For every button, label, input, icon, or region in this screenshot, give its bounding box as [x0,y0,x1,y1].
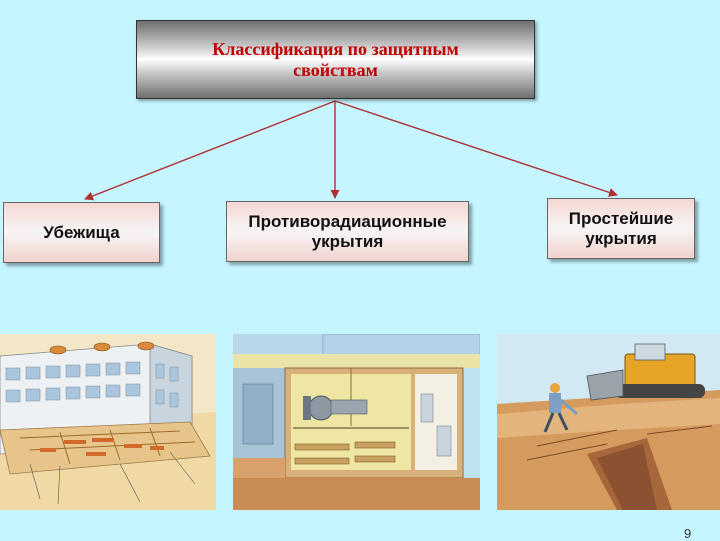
shelter-illustration [0,334,216,510]
arrow-to-simple [334,100,618,197]
category-simple-label: Простейшие укрытия [568,208,674,248]
antiradiation-illustration [233,334,480,510]
category-shelters: Убежища [3,202,160,263]
category-antiradiation-label: Противорадиационные укрытия [248,211,447,251]
classification-title-box: Классификация по защитным свойствам [136,20,535,99]
simple-shelter-illustration [497,334,720,510]
category-antiradiation-shelters: Противорадиационные укрытия [226,201,469,262]
category-simple-shelters: Простейшие укрытия [547,198,695,259]
category-shelters-label: Убежища [43,222,120,242]
classification-title: Классификация по защитным свойствам [212,38,459,80]
arrow-to-shelters [84,100,336,201]
page-number: 9 [684,526,692,541]
